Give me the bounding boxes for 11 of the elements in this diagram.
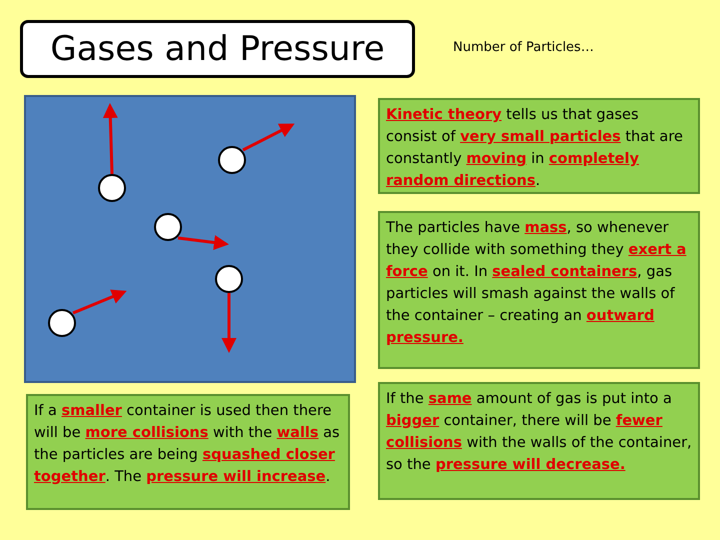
title-text: Gases and Pressure: [50, 29, 385, 69]
text-panel: [378, 98, 700, 194]
paragraph: If the same amount of gas is put into a bigger container, there will be fewer collisions with the walls of the container, so the pressure will decrease.: [386, 391, 692, 473]
title-box: [20, 20, 415, 78]
text-panel: [378, 211, 700, 369]
paragraph: If a smaller container is used then there will be more collisions with the walls as the particles are being squashed closer together. The pressure will increase.: [34, 403, 340, 485]
paragraph: Kinetic theory tells us that gases consist of very small particles that are constantly moving in completely random directions.: [386, 107, 683, 189]
paragraph: The particles have mass, so whenever they collide with something they exert a force on it. In sealed containers, gas particles will smash against the walls of the container – creating an outward pressure.: [386, 220, 686, 346]
text-panel: [26, 394, 350, 510]
subtitle-text: Number of Particles…: [453, 40, 594, 55]
text-panel: [378, 382, 700, 500]
